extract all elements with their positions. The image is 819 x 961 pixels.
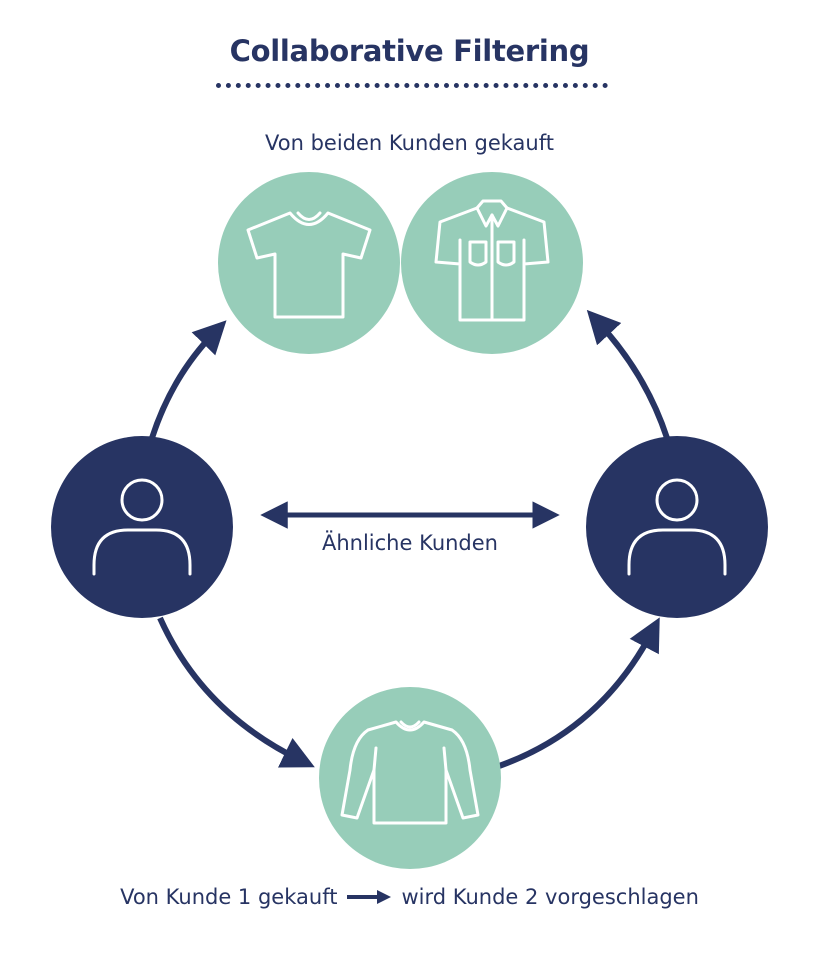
diagram-title: Collaborative Filtering xyxy=(229,34,590,68)
arrow-left-to-sweater xyxy=(157,616,315,768)
sweater-icon xyxy=(340,720,480,825)
product-circle-sweater xyxy=(319,687,501,869)
person-icon xyxy=(92,478,192,576)
tshirt-icon xyxy=(246,211,372,319)
product-circle-tshirt xyxy=(218,172,400,354)
arrow-right-icon xyxy=(347,890,392,904)
person-icon xyxy=(627,478,727,576)
label-suggested-to-customer-2: wird Kunde 2 vorgeschlagen xyxy=(401,885,699,909)
arrow-left-to-tshirt xyxy=(149,320,227,439)
title-dotted-underline xyxy=(216,83,608,88)
arrow-sweater-to-right xyxy=(497,617,660,769)
customer-circle-left xyxy=(51,436,233,618)
label-bought-by-both: Von beiden Kunden gekauft xyxy=(265,131,554,155)
customer-circle-right xyxy=(586,436,768,618)
arrow-right-to-shirt xyxy=(586,309,670,439)
shirt-icon xyxy=(434,199,550,322)
label-bought-by-customer-1: Von Kunde 1 gekauft xyxy=(120,885,338,909)
bottom-caption: Von Kunde 1 gekauft wird Kunde 2 vorgesc… xyxy=(0,885,819,909)
product-circle-shirt xyxy=(401,172,583,354)
label-similar-customers: Ähnliche Kunden xyxy=(321,531,498,555)
